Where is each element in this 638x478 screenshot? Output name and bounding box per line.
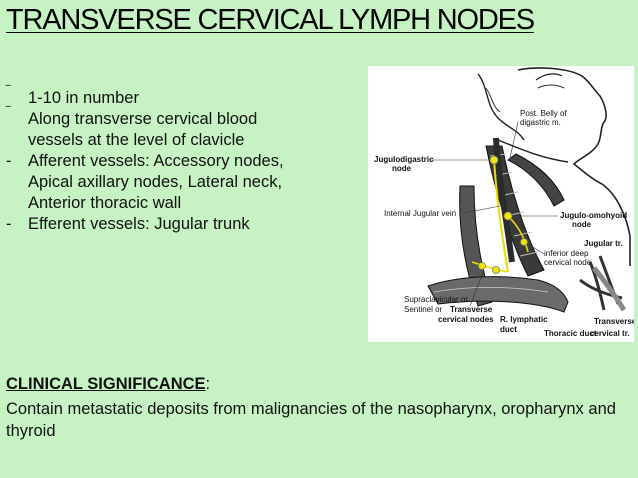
clinical-heading-text: CLINICAL SIGNIFICANCE bbox=[6, 375, 206, 393]
bullet-item: ‾ 1-10 in number bbox=[4, 83, 294, 109]
transverse-node-icon bbox=[478, 262, 486, 270]
label-duct: duct bbox=[500, 325, 517, 334]
bullet-marker: - bbox=[6, 215, 12, 233]
clavicle-stripe bbox=[433, 287, 549, 293]
ear-inner bbox=[485, 87, 501, 113]
label-thoracic-duct: Thoracic duct bbox=[544, 329, 597, 338]
jaw-line bbox=[497, 139, 569, 163]
jugulo-omohyoid-node-icon bbox=[503, 211, 513, 221]
leader-line bbox=[527, 243, 545, 255]
label-inferior-deep: inferior deep bbox=[544, 249, 589, 258]
bullet-marker: ‾ bbox=[6, 104, 11, 119]
jugulodigastric-node-icon bbox=[489, 155, 499, 165]
leader-line bbox=[463, 205, 501, 214]
label-transverse-right: Transverse bbox=[594, 317, 634, 326]
bullet-text: 1-10 in number bbox=[28, 89, 139, 107]
label-jugulo-omohyoid: Jugulo-omohyoid bbox=[560, 211, 627, 220]
face-outline bbox=[517, 67, 631, 266]
clinical-text: Contain metastatic deposits from maligna… bbox=[6, 400, 616, 440]
clinical-heading: CLINICAL SIGNIFICANCE: bbox=[6, 375, 210, 394]
inferior-deep-node-icon bbox=[520, 238, 528, 246]
bullet-marker: ‾ bbox=[6, 83, 11, 98]
bullet-text: Efferent vessels: Jugular trunk bbox=[28, 215, 250, 233]
bullet-item: ‾ Along transverse cervical blood vessel… bbox=[4, 104, 294, 151]
label-digastric: digastric m. bbox=[520, 118, 561, 127]
label-cervical-tr: cervical tr. bbox=[590, 329, 630, 338]
jugular-vein bbox=[493, 137, 515, 263]
eyebrow-mark bbox=[537, 84, 565, 89]
label-sentinel: Sentinel or bbox=[404, 305, 443, 314]
transverse-node-icon bbox=[492, 266, 500, 274]
label-r-lymphatic: R. lymphatic bbox=[500, 315, 548, 324]
label-supraclavicular: Supraclavicular or bbox=[404, 295, 468, 304]
lymph-vessel-main bbox=[493, 157, 509, 273]
label-jugular-tr: Jugular tr. bbox=[584, 239, 623, 248]
eye-icon bbox=[535, 73, 563, 81]
label-cervical-nodes: cervical nodes bbox=[438, 315, 494, 324]
label-internal-jugular: Internal Jugular vein bbox=[384, 209, 456, 218]
label-cervical-node: cervical node bbox=[544, 258, 592, 267]
lymph-vessel-transverse bbox=[471, 261, 509, 273]
bullet-text: Afferent vessels: Accessory nodes, Apica… bbox=[28, 152, 284, 212]
digastric-muscle bbox=[507, 153, 565, 207]
clavicle bbox=[427, 276, 569, 313]
bullet-item: - Efferent vessels: Jugular trunk bbox=[4, 214, 294, 235]
label-jugulo-omohyoid-node: node bbox=[572, 220, 592, 229]
bullet-item: - Afferent vessels: Accessory nodes, Api… bbox=[4, 151, 294, 214]
label-jugulodigastric-node: node bbox=[392, 164, 412, 173]
bullet-text: Along transverse cervical blood vessels … bbox=[28, 110, 258, 149]
label-transverse: Transverse bbox=[450, 305, 493, 314]
label-jugulodigastric: Jugulodigastric bbox=[374, 155, 434, 164]
clinical-heading-colon: : bbox=[205, 375, 211, 393]
slide-title: TRANSVERSE CERVICAL LYMPH NODES bbox=[6, 4, 535, 36]
leader-line bbox=[509, 121, 519, 159]
anatomy-illustration: Post. Belly of digastric m. Jugulodigast… bbox=[368, 66, 634, 342]
label-post-belly: Post. Belly of bbox=[520, 109, 567, 118]
inset-duct bbox=[592, 266, 627, 312]
back-muscle bbox=[459, 185, 493, 307]
bullet-marker: - bbox=[6, 152, 12, 170]
bullet-list: ‾ 1-10 in number ‾ Along transverse cerv… bbox=[4, 83, 294, 235]
neck-lymph-diagram: Post. Belly of digastric m. Jugulodigast… bbox=[374, 67, 634, 338]
leader-line bbox=[469, 269, 485, 307]
ear-outline bbox=[477, 73, 525, 141]
